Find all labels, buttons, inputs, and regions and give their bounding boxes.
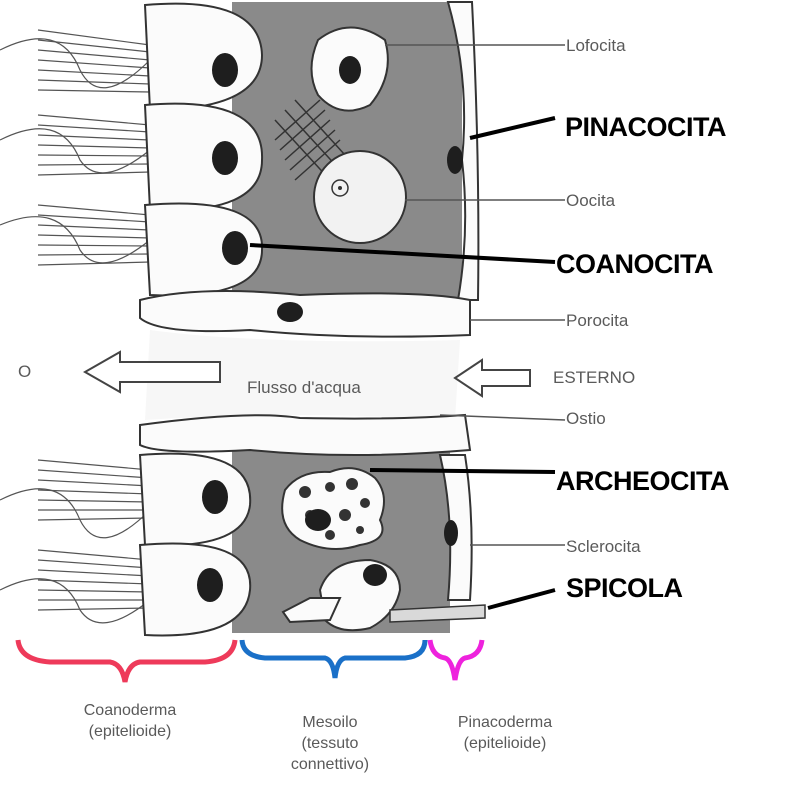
caption-coanoderma-line2: (epitelioide) xyxy=(55,721,205,742)
label-o: O xyxy=(18,362,31,382)
choanocyte-nucleus xyxy=(212,53,238,87)
caption-coanoderma-line1: Coanoderma xyxy=(55,700,205,721)
archeocyte-nucleus xyxy=(305,509,331,531)
caption-mesoilo-line3: connettivo) xyxy=(270,754,390,775)
label-porocita: Porocita xyxy=(566,311,628,331)
brace-pinacoderma xyxy=(430,640,482,680)
flagella-upper xyxy=(0,30,150,265)
callout-spicola: SPICOLA xyxy=(566,573,683,604)
caption-mesoilo: Mesoilo (tessuto connettivo) xyxy=(270,712,390,775)
sclerocyte-nucleus xyxy=(363,564,387,586)
ostium-lower-wall xyxy=(140,415,470,455)
porocyte-nucleus xyxy=(277,302,303,322)
porocyte xyxy=(140,291,470,337)
flagella-lower xyxy=(0,460,150,623)
pinacocyte-nucleus xyxy=(447,146,463,174)
label-flusso: Flusso d'acqua xyxy=(247,378,361,398)
label-sclerocita: Sclerocita xyxy=(566,537,641,557)
oocyte-nucleolus xyxy=(338,186,342,190)
choanocyte-nucleus xyxy=(202,480,228,514)
callout-archeocita: ARCHEOCITA xyxy=(556,466,729,497)
label-oocita: Oocita xyxy=(566,191,615,211)
caption-mesoilo-line2: (tessuto xyxy=(270,733,390,754)
callout-coanocita: COANOCITA xyxy=(556,249,713,280)
oocyte xyxy=(314,151,406,243)
caption-coanoderma: Coanoderma (epitelioide) xyxy=(55,700,205,742)
choanocyte-nucleus xyxy=(197,568,223,602)
label-esterno: ESTERNO xyxy=(553,368,635,388)
choanocyte-nucleus xyxy=(222,231,248,265)
caption-pinacoderma: Pinacoderma (epitelioide) xyxy=(430,712,580,754)
brace-coanoderma xyxy=(18,640,235,682)
flow-arrow-right xyxy=(455,360,530,396)
pinacocyte-nucleus xyxy=(444,520,458,546)
label-ostio: Ostio xyxy=(566,409,606,429)
caption-pinacoderma-line2: (epitelioide) xyxy=(430,733,580,754)
callout-pinacocita: PINACOCITA xyxy=(565,112,726,143)
brace-mesoilo xyxy=(242,640,425,678)
caption-pinacoderma-line1: Pinacoderma xyxy=(430,712,580,733)
caption-mesoilo-line1: Mesoilo xyxy=(270,712,390,733)
label-lofocita: Lofocita xyxy=(566,36,626,56)
choanocyte-nucleus xyxy=(212,141,238,175)
lophocyte-nucleus xyxy=(339,56,361,84)
